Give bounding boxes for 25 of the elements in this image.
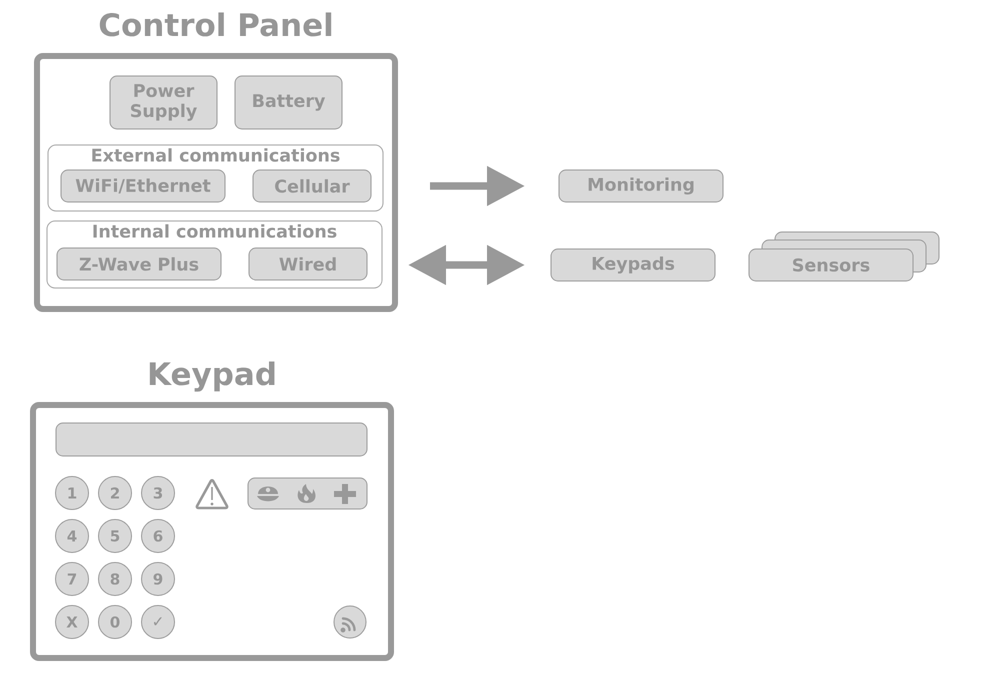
- keypad-key: 1: [55, 476, 89, 510]
- node-label: Keypad: [150, 361, 274, 392]
- component-box: Wired: [248, 248, 368, 280]
- keypad-key: 8: [98, 562, 132, 596]
- keypad-key: 7: [55, 562, 89, 596]
- component-box: Power Supply: [110, 76, 218, 130]
- keypad-key: 9: [141, 562, 175, 596]
- component-box: WiFi/Ethernet: [60, 170, 226, 202]
- component-box: Keypads: [550, 248, 716, 282]
- keypad-key: 4: [55, 519, 89, 553]
- wireless-button: [334, 606, 366, 638]
- keypad-key: 5: [98, 519, 132, 553]
- keypad-key: X: [55, 605, 89, 639]
- display-screen: [56, 422, 368, 456]
- keypad-key: 6: [141, 519, 175, 553]
- component-box: Cellular: [252, 170, 372, 202]
- keypad-key: 2: [98, 476, 132, 510]
- component-box: Monitoring: [558, 170, 724, 202]
- keypad-key: 0: [98, 605, 132, 639]
- keypad-key: 3: [141, 476, 175, 510]
- keypad-key: ✓: [141, 605, 175, 639]
- node-label: Control Panel: [100, 12, 332, 36]
- component-box: Z-Wave Plus: [56, 248, 222, 280]
- component-box: Battery: [234, 76, 342, 130]
- stacked-boxes: Sensors: [748, 232, 940, 282]
